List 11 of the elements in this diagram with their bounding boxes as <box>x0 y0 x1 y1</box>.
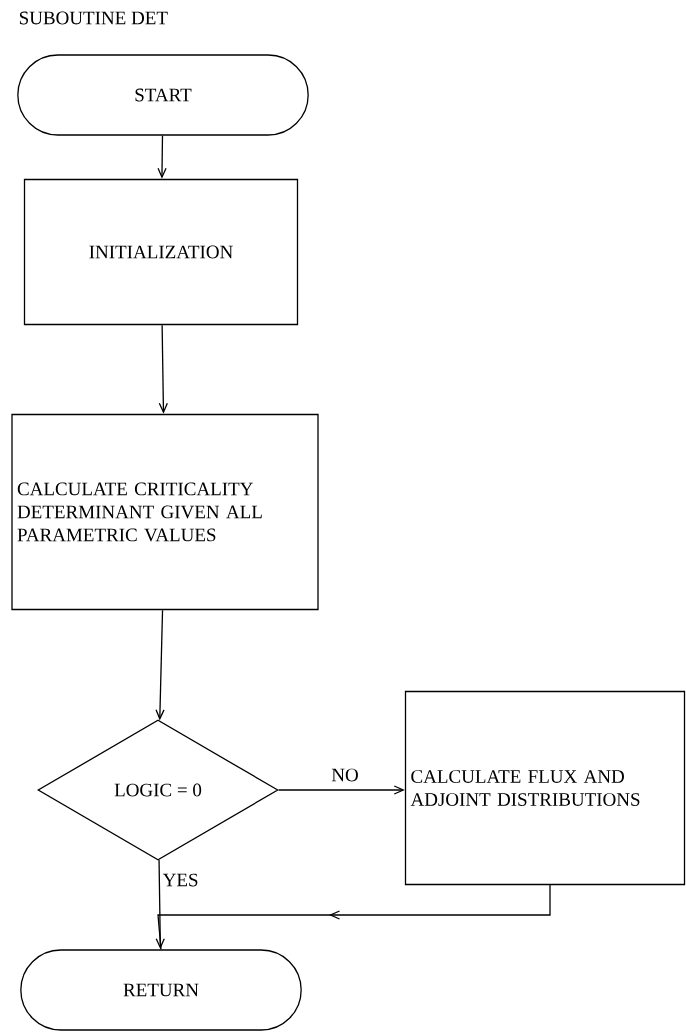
title: SUBOUTINE DET <box>19 11 168 25</box>
process-box: INITIALIZATION <box>23 178 299 326</box>
process-box: CALCULATE CRITICALITY DETERMINANT GIVEN ALL PARAMETRIC VALUES <box>11 413 319 611</box>
arrow <box>157 135 167 179</box>
edge-label: YES <box>161 872 200 888</box>
edge-label: NO <box>330 767 360 783</box>
arrow <box>155 859 165 950</box>
process-box: CALCULATE FLUX AND ADJOINT DISTRIBUTIONS <box>404 690 686 886</box>
arrow <box>158 324 168 414</box>
arrow <box>278 785 405 795</box>
arrow <box>155 609 165 721</box>
